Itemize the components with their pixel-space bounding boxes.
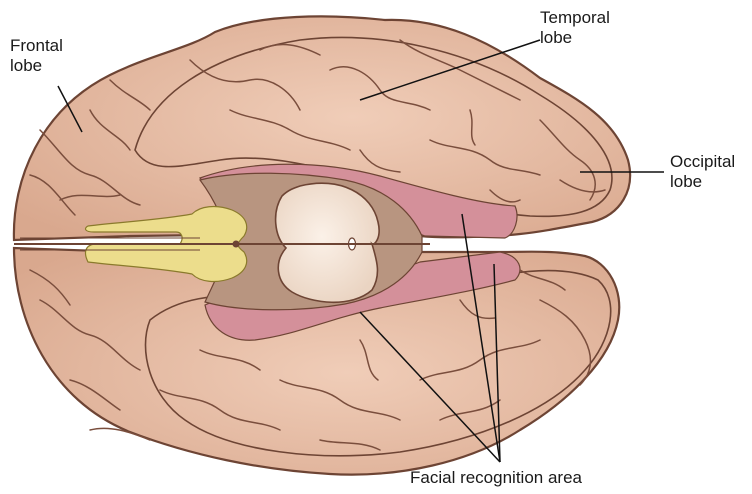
frontal-lobe-label-line2: lobe: [10, 56, 63, 76]
occipital-lobe-label-line1: Occipital: [670, 152, 735, 172]
frontal-lobe-label: Frontal lobe: [10, 36, 63, 76]
temporal-lobe-label: Temporal lobe: [540, 8, 610, 48]
facial-recognition-area-label: Facial recognition area: [410, 468, 582, 488]
occipital-lobe-label: Occipital lobe: [670, 152, 735, 192]
temporal-lobe-label-line2: lobe: [540, 28, 610, 48]
occipital-lobe-label-line2: lobe: [670, 172, 735, 192]
frontal-lobe-label-line1: Frontal: [10, 36, 63, 56]
brainstem-section: [276, 183, 380, 302]
temporal-lobe-label-line1: Temporal: [540, 8, 610, 28]
